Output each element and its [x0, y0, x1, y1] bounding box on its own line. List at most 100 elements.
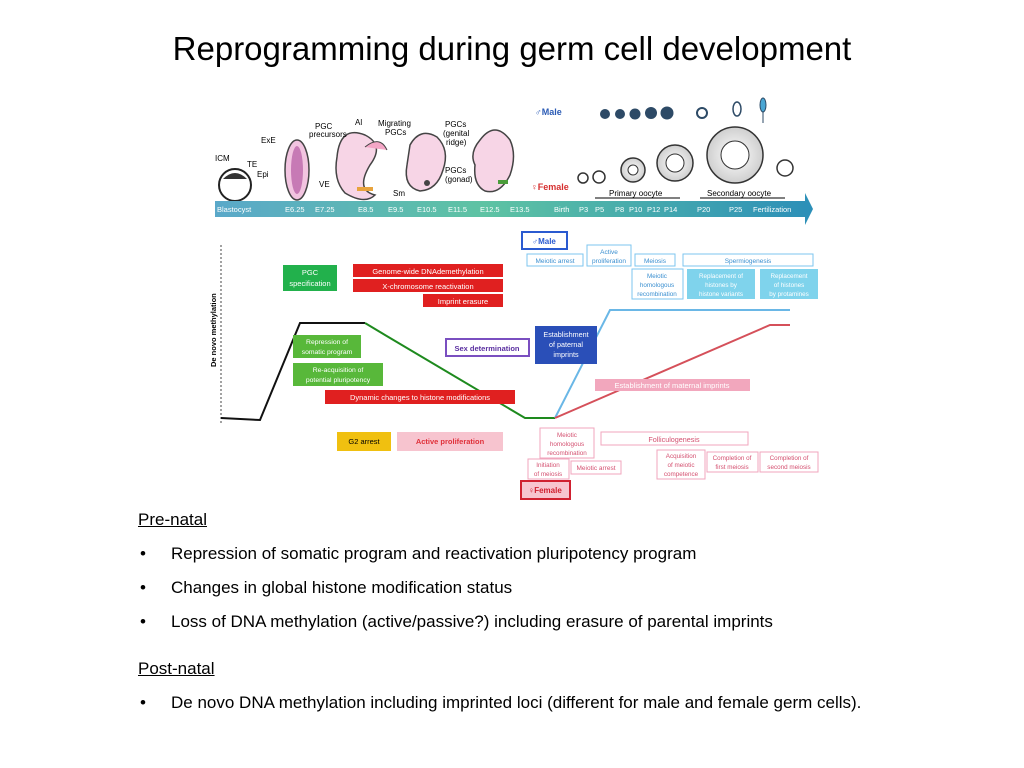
first-meiosis-text-2: first meiosis	[715, 464, 748, 471]
timeline-label: E10.5	[417, 205, 437, 214]
histone-variants-box	[687, 269, 755, 299]
methylation-curve-male	[554, 309, 790, 419]
meiotic-recombination-male-text-1: Meiotic	[647, 273, 667, 280]
embryo-stage-drawings	[218, 129, 515, 202]
meiosis-male-text: Meiosis	[644, 258, 667, 265]
meiotic-recombination-female-text-3: recombination	[547, 450, 587, 457]
label-genital-3: ridge)	[446, 138, 467, 147]
methylation-curve-demethylation	[364, 322, 555, 419]
pgc-specification-box	[283, 265, 337, 291]
meiotic-recombination-female-text-1: Meiotic	[557, 432, 577, 439]
bullet-text: Loss of DNA methylation (active/passive?…	[171, 612, 773, 631]
label-te: TE	[247, 160, 257, 169]
bullet-text: Changes in global histone modification s…	[171, 578, 513, 597]
timeline-label: P14	[664, 205, 677, 214]
genital-ridge-embryo-drawing	[405, 132, 447, 192]
initiation-meiosis-box	[527, 458, 570, 480]
spermiogenesis-box	[682, 253, 814, 267]
second-meiosis-text-1: Completion of	[770, 455, 809, 462]
male-box	[521, 231, 568, 250]
timeline-label: E12.5	[480, 205, 500, 214]
meiosis-male-box	[634, 253, 676, 267]
maternal-imprints-text: Establishment of maternal imprints	[614, 381, 729, 390]
first-meiosis-text-1: Completion of	[713, 455, 752, 462]
second-meiosis-box	[759, 451, 819, 473]
bullet-text: De novo DNA methylation including imprin…	[171, 693, 862, 712]
meiotic-competence-box	[656, 449, 706, 480]
timeline-label: E8.5	[358, 205, 373, 214]
y-axis-label: De novo methylation	[209, 293, 218, 367]
maternal-imprints-box	[595, 379, 750, 391]
label-sm: Sm	[393, 189, 405, 198]
secondary-oocyte-label: Secondary oocyte	[707, 189, 772, 198]
folliculogenesis-text: Folliculogenesis	[648, 435, 700, 444]
meiotic-arrest-male-text: Meiotic arrest	[535, 258, 574, 265]
methylation-curve-early	[220, 322, 365, 422]
label-icm: ICM	[215, 154, 230, 163]
reacquisition-pluripotency-text-1: Re-acquisition of	[313, 367, 364, 374]
paternal-imprints-box	[535, 326, 597, 364]
second-meiosis-text-2: second meiosis	[767, 464, 810, 471]
prenatal-bullet: • Loss of DNA methylation (active/passive…	[138, 612, 773, 646]
genome-demethylation-box	[353, 264, 503, 277]
postnatal-heading: Post-natal	[138, 659, 215, 678]
timeline-labels: Blastocyst E6.25 E7.25 E8.5 E9.5 E10.5 E11.5 E1…	[217, 205, 791, 214]
timeline-label: Birth	[554, 205, 569, 214]
active-proliferation-male-text-2: proliferation	[592, 258, 626, 265]
label-pgc-precursors-1: PGC	[315, 122, 333, 131]
timeline-label: E11.5	[448, 205, 467, 214]
histone-variants-text-1: Replacement of	[699, 273, 743, 280]
slide-title: Reprogramming during germ cell developme…	[172, 30, 852, 67]
meiotic-recombination-male-box	[631, 268, 684, 300]
label-migrating-1: Migrating	[378, 119, 411, 128]
timeline-label: P5	[595, 205, 604, 214]
timeline-label: Blastocyst	[217, 205, 252, 214]
male-box-text: ♂Male	[532, 237, 556, 246]
germ-cell-reprogramming-figure: ICM TE Epi ExE PGC precursors VE Al Migr…	[205, 95, 825, 505]
postnatal-bullet: • De novo DNA methylation including impri…	[138, 693, 861, 727]
g2-arrest-box	[337, 432, 391, 451]
label-migrating-2: PGCs	[385, 128, 406, 137]
timeline-label: E9.5	[388, 205, 403, 214]
migrating-pgc-embryo-drawing	[335, 131, 378, 201]
timeline-label: E6.25	[285, 205, 305, 214]
first-meiosis-box	[706, 451, 759, 473]
paternal-imprints-text-1: Establishment	[543, 330, 588, 339]
spermiogenesis-text: Spermiogenesis	[725, 258, 772, 265]
prenatal-bullet-list: • Repression of somatic program and react…	[138, 544, 773, 646]
timeline-label: E7.25	[315, 205, 335, 214]
prenatal-bullet: •Changes in global histone modification …	[138, 578, 773, 612]
female-box-text: ♀Female	[528, 486, 562, 495]
folliculogenesis-box	[600, 431, 749, 446]
label-exe: ExE	[261, 136, 276, 145]
postnatal-bullet-list: • De novo DNA methylation including impri…	[138, 693, 861, 727]
repression-somatic-text-2: somatic program	[302, 349, 353, 356]
x-reactivation-text: X-chromosome reactivation	[382, 282, 473, 291]
bullet-marker: •	[140, 612, 146, 631]
figure-svg: ICM TE Epi ExE PGC precursors VE Al Migr…	[209, 97, 819, 500]
protamines-box	[760, 269, 818, 299]
bullet-marker: •	[140, 544, 146, 563]
prenatal-bullet: • Repression of somatic program and react…	[138, 544, 773, 578]
protamines-text-1: Replacement	[770, 273, 807, 280]
meiotic-competence-text-2: of meiotic	[668, 462, 695, 469]
label-epi: Epi	[257, 170, 269, 179]
meiotic-arrest-female-box	[570, 460, 622, 475]
label-al: Al	[355, 118, 362, 127]
primary-oocyte-label: Primary oocyte	[609, 189, 663, 198]
prenatal-heading: Pre-natal	[138, 510, 207, 529]
protamines-text-3: by protamines	[769, 291, 809, 298]
timeline-label: P10	[629, 205, 642, 214]
bullet-marker: •	[140, 693, 146, 712]
bullet-text: Repression of somatic program and reacti…	[171, 544, 697, 563]
pgc-specification-text-1: PGC	[302, 268, 319, 277]
timeline-label: Fertilization	[753, 205, 791, 214]
meiotic-competence-text-1: Acquisition	[666, 453, 697, 460]
timeline-arrow	[215, 193, 813, 225]
label-gonad-1: PGCs	[445, 166, 466, 175]
meiotic-recombination-female-text-2: homologous	[550, 441, 584, 448]
label-ve: VE	[319, 180, 330, 189]
histone-variants-text-2: histones by	[705, 282, 738, 289]
label-genital-2: (genital	[443, 129, 469, 138]
meiotic-arrest-male-box	[526, 253, 584, 267]
